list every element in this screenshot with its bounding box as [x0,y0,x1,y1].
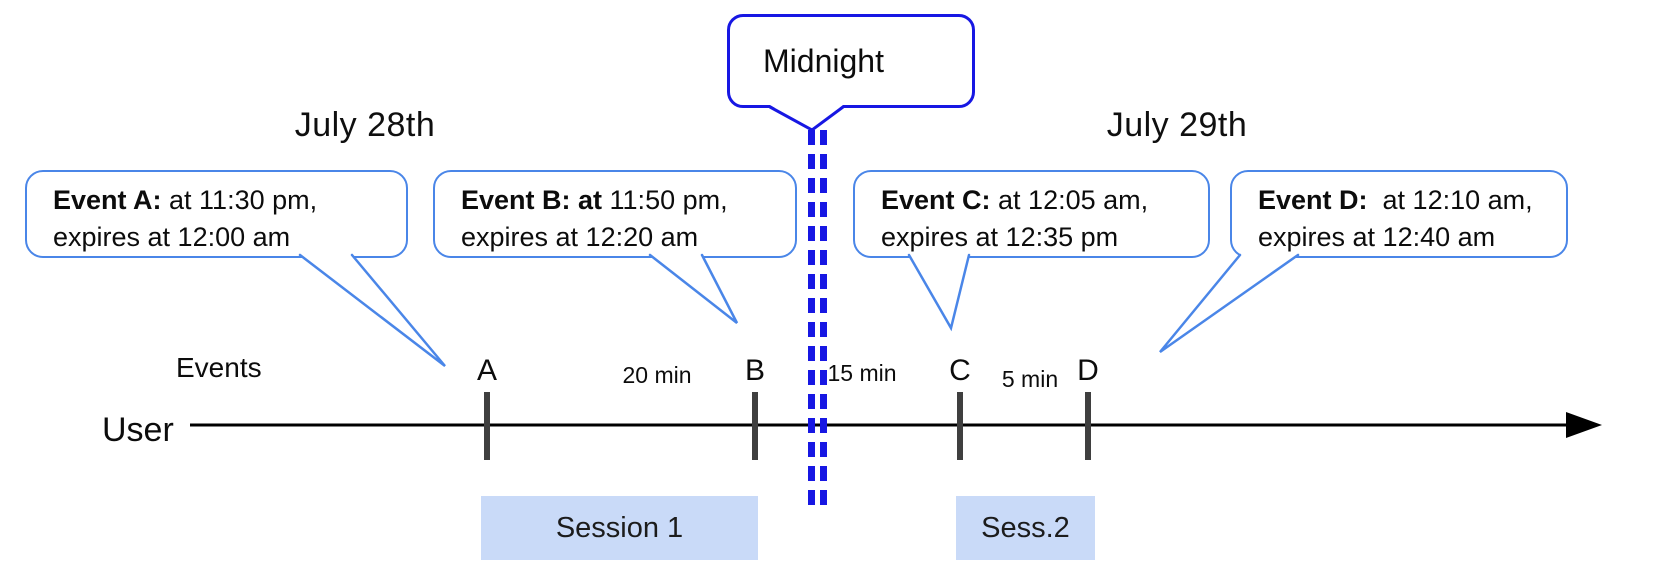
event-b-time: 11:50 pm, [602,185,728,215]
session-1-label: Session 1 [555,511,684,544]
tick-label-c: C [949,354,971,387]
event-a-callout-tail-edge [298,253,446,367]
timeline-arrowhead-icon [1566,412,1602,438]
event-a-callout-tail [300,254,445,366]
event-c-title: Event C: [881,185,991,215]
event-b-expiry: expires at 12:20 am [461,222,699,252]
event-b-callout-tail [650,254,737,323]
session-2-label: Sess.2 [981,511,1070,544]
event-c-callout-tail [909,254,969,328]
interval-label-5min: 5 min [1001,366,1059,392]
user-axis-label: User [102,411,174,449]
event-d-callout: Event D: at 12:10 am, expires at 12:40 am [1230,170,1568,258]
midnight-callout: Midnight [727,14,975,108]
event-c-callout-tail-edge [907,253,971,332]
date-title-july-28: July 28th [294,106,436,144]
midnight-label: Midnight [763,42,884,79]
date-title-july-29: July 29th [1106,106,1248,144]
event-a-expiry: expires at 12:00 am [53,222,291,252]
event-d-callout-tail-edge [1159,253,1300,354]
event-a-time: at 11:30 pm, [161,185,318,215]
event-a-title: Event A: [53,185,162,215]
tick-label-a: A [476,354,497,387]
events-axis-label: Events [176,352,262,383]
session-1-box: Session 1 [481,496,758,560]
session-2-box: Sess.2 [956,496,1095,560]
event-b-title: Event B: at [461,185,603,215]
event-c-time: at 12:05 am, [990,185,1149,215]
midnight-callout-tail [770,105,843,130]
event-a-callout: Event A: at 11:30 pm, expires at 12:00 am [25,170,408,258]
event-d-title: Event D: [1258,185,1368,215]
event-b-callout-tail-edge [648,253,739,324]
tick-label-b: B [744,354,765,387]
midnight-callout-tail-edge [768,105,845,132]
tick-label-d: D [1077,354,1099,387]
interval-label-20min: 20 min [622,362,692,388]
event-d-time: at 12:10 am, [1367,185,1533,215]
event-c-expiry: expires at 12:35 pm [881,222,1119,252]
event-d-callout-tail [1160,254,1298,352]
event-c-callout: Event C: at 12:05 am, expires at 12:35 pm [853,170,1210,258]
event-b-callout: Event B: at 11:50 pm, expires at 12:20 am [433,170,797,258]
event-d-expiry: expires at 12:40 am [1258,222,1496,252]
interval-label-15min: 15 min [827,360,897,386]
